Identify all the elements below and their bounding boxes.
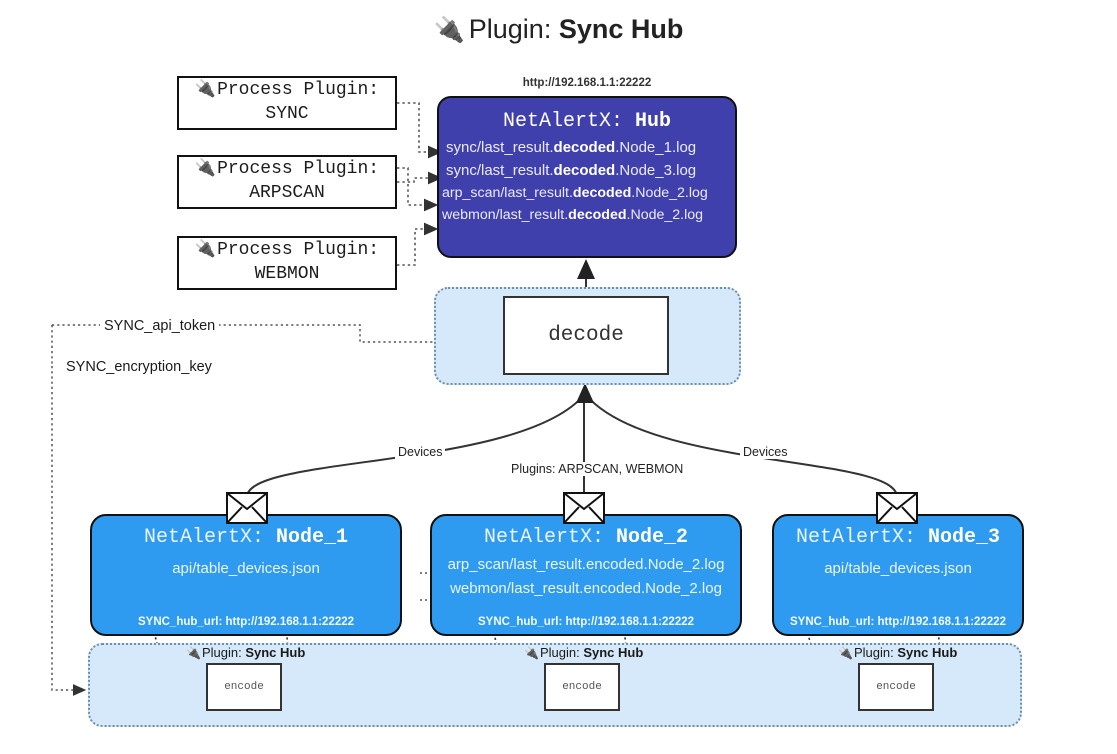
encoder-plugin-label: 🔌Plugin: Sync Hub xyxy=(524,645,644,660)
node-title: NetAlertX: Node_2 xyxy=(483,526,689,549)
hub-url-label: http://192.168.1.1:22222 xyxy=(522,77,652,89)
process-plugin-webmon[interactable]: 🔌Process Plugin: WEBMON xyxy=(177,236,397,290)
node-source-line: api/table_devices.json xyxy=(172,560,320,577)
encode-box-node-3[interactable]: encode xyxy=(858,663,934,711)
plug-icon: 🔌 xyxy=(838,646,853,660)
sync-encryption-key-label: SYNC_encryption_key xyxy=(62,359,216,375)
plug-icon: 🔌 xyxy=(194,240,217,260)
node-box-node-1[interactable]: NetAlertX: Node_1 api/table_devices.json… xyxy=(90,514,402,636)
hub-log-line: sync/last_result.decoded.Node_1.log xyxy=(446,139,697,156)
hub-title-prefix: NetAlertX: xyxy=(502,110,623,133)
process-plugin-label: Process Plugin: xyxy=(217,240,380,261)
node-hub-url: SYNC_hub_url: http://192.168.1.1:22222 xyxy=(137,616,355,628)
node-source-line: api/table_devices.json xyxy=(824,560,972,577)
node-source-line: arp_scan/last_result.encoded.Node_2.log xyxy=(447,556,725,573)
plug-icon: 🔌 xyxy=(186,646,201,660)
node-title: NetAlertX: Node_1 xyxy=(143,526,349,549)
plug-icon: 🔌 xyxy=(194,159,217,179)
envelope-icon xyxy=(563,492,605,524)
plug-icon: 🔌 xyxy=(433,16,465,44)
node-hub-url: SYNC_hub_url: http://192.168.1.1:22222 xyxy=(789,616,1007,628)
edge-label-plugins: Plugins: ARPSCAN, WEBMON xyxy=(508,462,687,476)
decode-box[interactable]: decode xyxy=(503,296,669,375)
process-plugin-name: WEBMON xyxy=(254,264,320,284)
process-plugin-name: ARPSCAN xyxy=(249,183,325,203)
process-plugin-label: Process Plugin: xyxy=(217,80,380,101)
process-plugin-arpscan[interactable]: 🔌Process Plugin: ARPSCAN xyxy=(177,155,397,209)
edge-label-devices-left: Devices xyxy=(395,445,446,459)
encoder-plugin-label: 🔌Plugin: Sync Hub xyxy=(186,645,306,660)
title-name: Sync Hub xyxy=(558,14,684,44)
process-plugin-sync[interactable]: 🔌Process Plugin: SYNC xyxy=(177,76,397,130)
plug-icon: 🔌 xyxy=(194,80,217,100)
hub-title: NetAlertX: Hub xyxy=(439,110,735,133)
node-hub-url: SYNC_hub_url: http://192.168.1.1:22222 xyxy=(477,616,695,628)
edge-label-devices-right: Devices xyxy=(740,445,791,459)
hub-node[interactable]: NetAlertX: Hub sync/last_result.decoded.… xyxy=(437,96,737,258)
process-plugin-name: SYNC xyxy=(265,104,309,124)
encode-box-node-1[interactable]: encode xyxy=(206,663,282,711)
plug-icon: 🔌 xyxy=(524,646,539,660)
page-title: 🔌Plugin: Sync Hub xyxy=(0,14,1117,45)
sync-api-token-label: SYNC_api_token xyxy=(100,318,220,334)
envelope-icon xyxy=(876,492,918,524)
title-prefix: Plugin: xyxy=(468,14,552,44)
node-box-node-3[interactable]: NetAlertX: Node_3 api/table_devices.json… xyxy=(772,514,1024,636)
node-source-line: webmon/last_result.encoded.Node_2.log xyxy=(450,580,722,597)
hub-title-name: Hub xyxy=(635,110,672,133)
encode-box-node-2[interactable]: encode xyxy=(544,663,620,711)
node-box-node-2[interactable]: NetAlertX: Node_2 arp_scan/last_result.e… xyxy=(430,514,742,636)
process-plugin-label: Process Plugin: xyxy=(217,159,380,180)
hub-log-line: arp_scan/last_result.decoded.Node_2.log xyxy=(442,185,708,201)
hub-log-line: sync/last_result.decoded.Node_3.log xyxy=(446,162,697,179)
node-title: NetAlertX: Node_3 xyxy=(795,526,1001,549)
envelope-icon xyxy=(226,492,268,524)
encoder-plugin-label: 🔌Plugin: Sync Hub xyxy=(838,645,958,660)
hub-log-line: webmon/last_result.decoded.Node_2.log xyxy=(442,207,704,223)
